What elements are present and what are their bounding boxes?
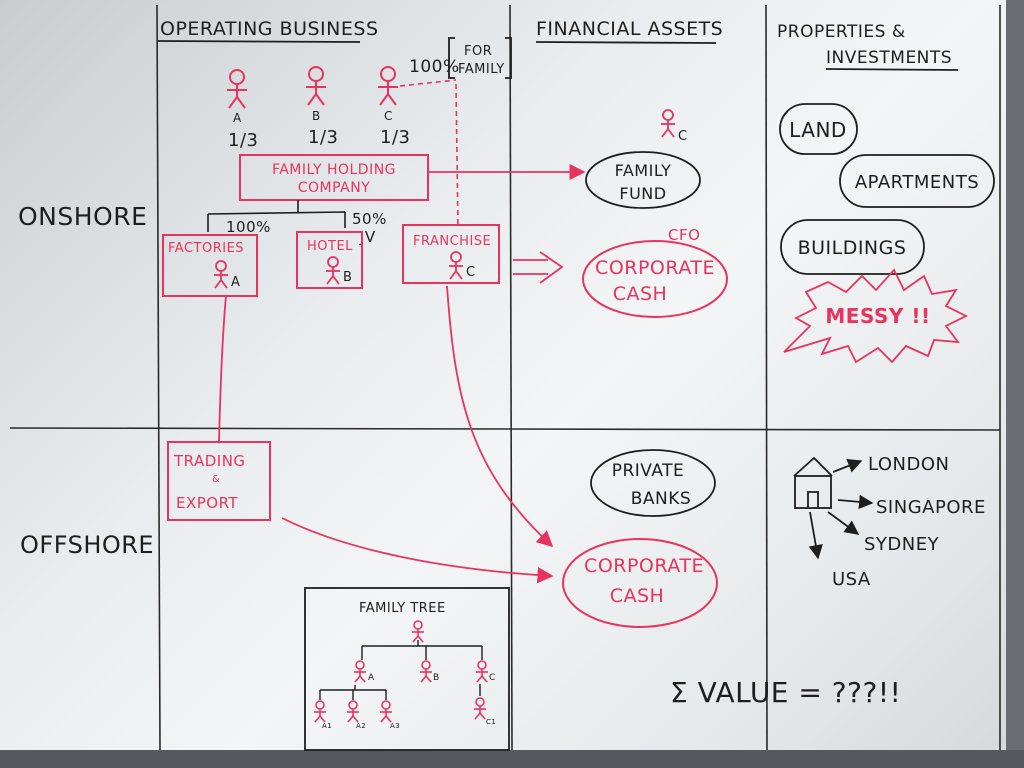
for-family-note: 100% FOR FAMILY: [399, 37, 512, 229]
owner-b: B 1/3: [306, 66, 338, 148]
tree-member-a3: A3: [390, 722, 400, 730]
land-label: LAND: [789, 118, 847, 142]
ownership-jv: JV: [359, 228, 376, 246]
whiteboard-frame-right: [1006, 0, 1024, 768]
header-properties-line1: PROPERTIES &: [777, 22, 906, 42]
tree-member-a1: A1: [322, 722, 332, 730]
private-banks-line2: BANKS: [631, 489, 691, 509]
stick-figure-icon: [214, 260, 228, 289]
trading-line3: EXPORT: [176, 494, 238, 512]
row-label-onshore: ONSHORE: [18, 202, 147, 231]
cfo-label: CFO: [668, 226, 700, 244]
corp-cash-offshore-line2: CASH: [610, 585, 665, 607]
ownership-50: 50%: [352, 210, 387, 228]
stick-figure-icon: [306, 66, 326, 106]
family-tree-title: FAMILY TREE: [359, 601, 446, 616]
trading-export-box: TRADING & EXPORT: [167, 441, 271, 521]
buildings: BUILDINGS: [780, 219, 925, 275]
corporate-cash-onshore: CORPORATE CASH: [582, 240, 728, 318]
tree-member-a2: A2: [356, 722, 366, 730]
whiteboard-tray: [0, 750, 1024, 768]
messy-burst: MESSY !!: [783, 268, 969, 364]
for-family-percent: 100%: [409, 57, 460, 77]
line-factories-to-trading: [218, 295, 227, 443]
tree-member-c: C: [489, 673, 496, 683]
owner-a: A 1/3: [227, 69, 258, 151]
messy-label: MESSY !!: [825, 304, 930, 328]
owner-share: 1/3: [308, 127, 338, 148]
franchise-label: FRANCHISE: [413, 234, 491, 249]
grid-lines: [9, 4, 1001, 751]
factories-person: A: [231, 275, 240, 290]
corp-cash-onshore-line2: CASH: [613, 283, 668, 305]
trading-line1: TRADING: [173, 452, 246, 470]
header-financial-assets: FINANCIAL ASSETS: [536, 18, 723, 40]
family-fund-line1: FAMILY: [615, 161, 672, 180]
grid-line-v2: [509, 4, 513, 751]
stick-figure-icon: [661, 109, 675, 138]
location-sydney: SYDNEY: [864, 534, 940, 555]
stick-figure-icon: [378, 66, 398, 106]
property-arrows: [808, 459, 874, 560]
hotel-person: B: [343, 270, 352, 285]
header-properties-line2: INVESTMENTS: [826, 48, 952, 68]
value-formula: Σ VALUE = ???!!: [670, 676, 901, 709]
location-london: LONDON: [868, 454, 950, 475]
trading-line2: &: [212, 474, 220, 485]
hotel-box: HOTEL B: [296, 231, 363, 289]
owner-c: C 1/3: [378, 66, 410, 148]
franchise-box: FRANCHISE C: [402, 224, 500, 284]
owner-letter: A: [233, 111, 242, 125]
family-fund-line2: FUND: [619, 184, 666, 203]
tree-member-b: B: [433, 673, 440, 683]
private-banks-line1: PRIVATE: [612, 461, 685, 481]
column-headers: OPERATING BUSINESS FINANCIAL ASSETS PROP…: [157, 18, 959, 71]
buildings-label: BUILDINGS: [798, 237, 907, 259]
house-icon: [793, 456, 833, 509]
corp-cash-onshore-line1: CORPORATE: [595, 257, 715, 279]
corporate-cash-offshore: CORPORATE CASH: [562, 538, 718, 628]
owner-share: 1/3: [380, 127, 410, 148]
org-connector: [207, 200, 346, 232]
location-usa: USA: [832, 569, 871, 590]
franchise-person: C: [466, 265, 476, 280]
ownership-100: 100%: [226, 218, 271, 236]
location-singapore: SINGAPORE: [876, 497, 986, 518]
row-label-offshore: OFFSHORE: [20, 531, 154, 559]
holding-line2: COMPANY: [298, 180, 371, 196]
dashed-link-c: [399, 79, 459, 229]
apartments: APARTMENTS: [839, 154, 995, 208]
stick-figure-icon: [449, 251, 463, 280]
arrow-trading-to-offshore-cash: [281, 517, 554, 584]
grid-line-v1: [156, 4, 161, 751]
family-fund: C FAMILY FUND: [585, 109, 701, 209]
double-arrow-to-corporate-cash: [513, 251, 564, 284]
tree-member-a: A: [368, 673, 375, 683]
stick-figure-icon: [227, 69, 247, 109]
grid-line-h1: [9, 427, 1001, 431]
owner-letter: C: [384, 109, 393, 123]
factories-label: FACTORIES: [168, 241, 244, 256]
holding-line1: FAMILY HOLDING: [272, 162, 396, 178]
owner-letter: B: [312, 109, 321, 123]
arrow-franchise-to-offshore-cash: [446, 285, 554, 548]
stick-figure-icon: [326, 256, 340, 285]
fund-person: C: [678, 129, 688, 144]
corp-cash-offshore-line1: CORPORATE: [584, 555, 704, 577]
owner-share: 1/3: [228, 130, 258, 151]
family-holding-company: FAMILY HOLDING COMPANY: [239, 154, 429, 201]
header-operating-business: OPERATING BUSINESS: [160, 18, 379, 40]
tree-member-c1: C1: [486, 718, 496, 726]
factories-box: FACTORIES A: [162, 234, 258, 297]
land: LAND: [779, 103, 858, 155]
family-tree: FAMILY TREE A B C A1 A2 A3 C1: [304, 587, 510, 751]
apartments-label: APARTMENTS: [855, 172, 979, 193]
for-family-line2: FAMILY: [458, 62, 505, 77]
stick-figure-icon: [314, 620, 488, 723]
hotel-label: HOTEL: [307, 239, 353, 254]
for-family-line1: FOR: [464, 44, 492, 59]
grid-line-v3: [765, 4, 768, 751]
private-banks: PRIVATE BANKS: [590, 449, 716, 517]
